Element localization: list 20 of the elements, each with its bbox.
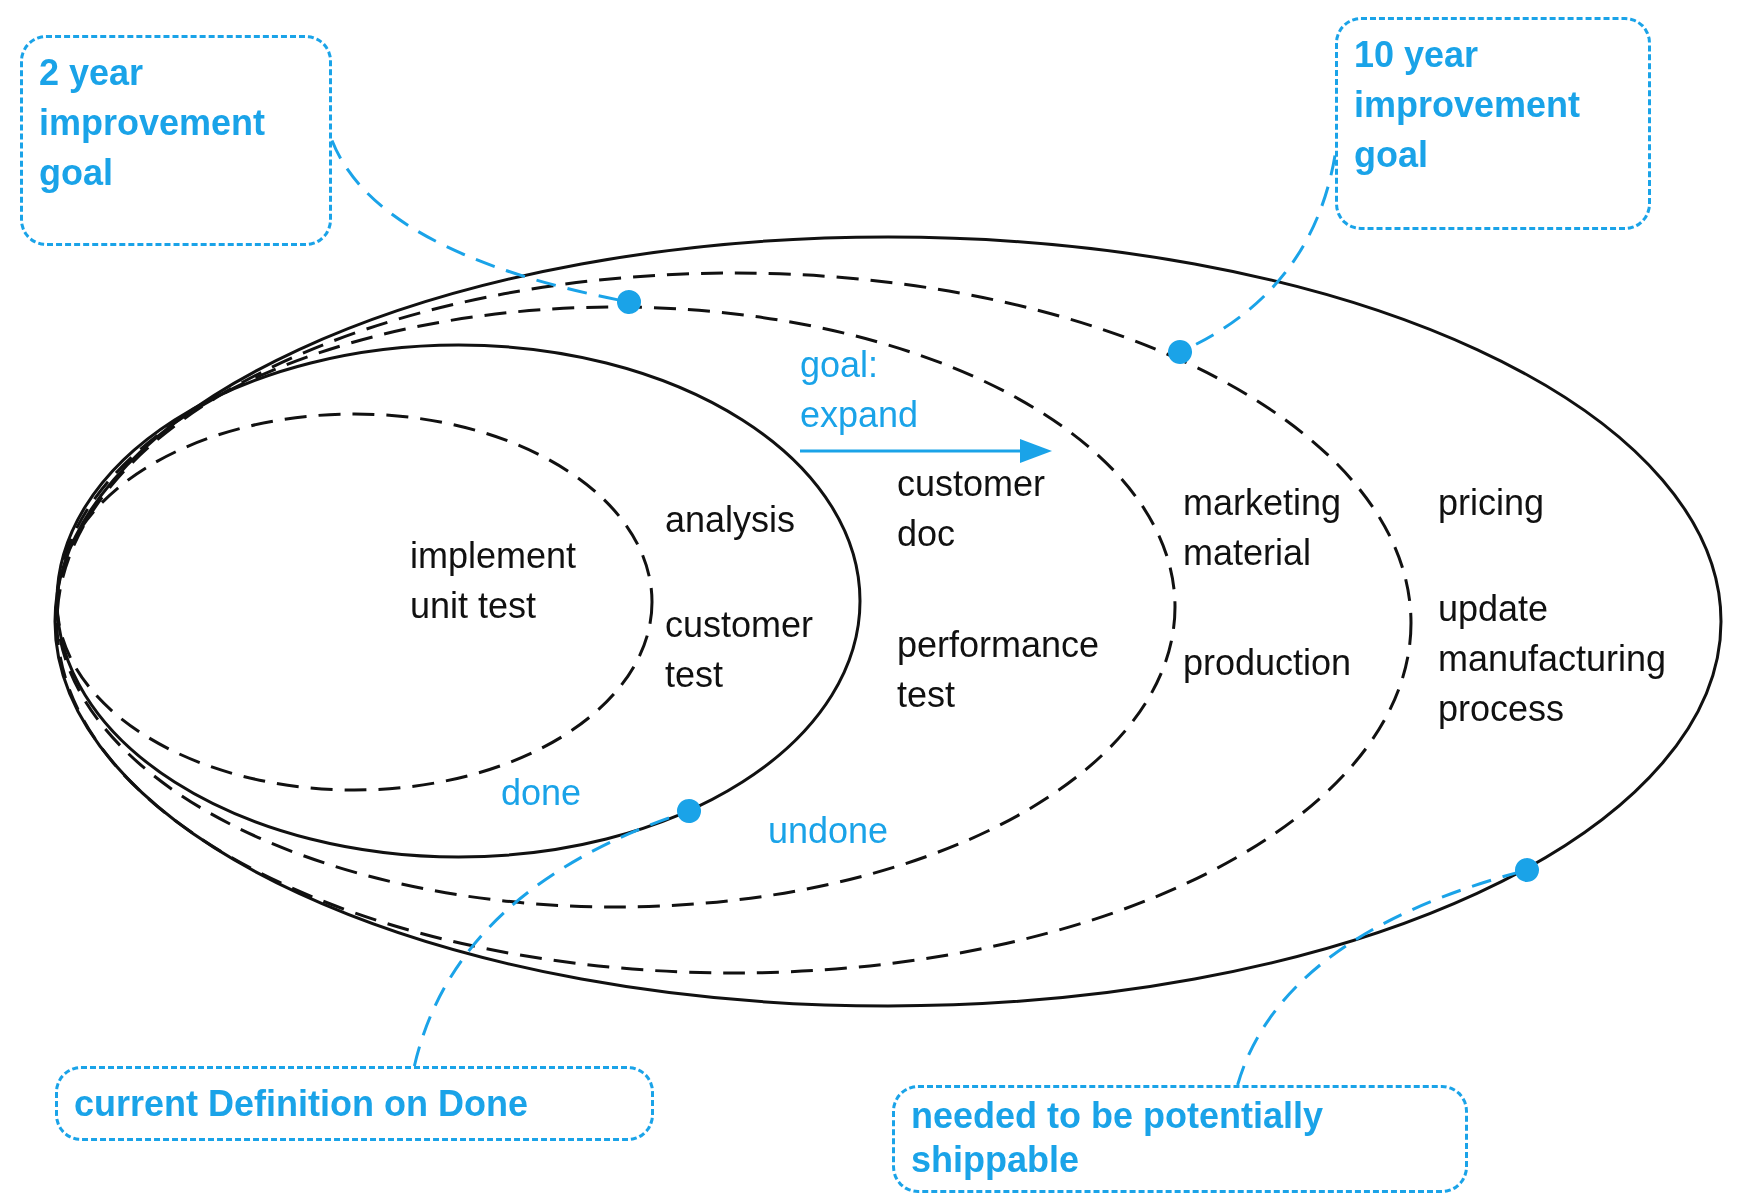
task-text: implement unit test [410, 534, 578, 628]
task-text: marketing material [1183, 481, 1343, 575]
leader-line [412, 799, 701, 1067]
task-text: customer doc [897, 462, 1047, 556]
leader-line [330, 139, 641, 314]
annotation-text: done [501, 771, 583, 815]
callout-box: 10 year improvement goal [1335, 17, 1651, 230]
callout-box: 2 year improvement goal [20, 35, 332, 246]
annotation-text: goal: expand [800, 343, 920, 437]
callout-box: current Definition on Done [55, 1066, 654, 1141]
leader-line [1236, 858, 1539, 1086]
callout-box: needed to be potentially shippable [892, 1085, 1468, 1193]
task-text: pricing [1438, 481, 1546, 525]
leader-line [1168, 155, 1337, 364]
task-text: performance test [897, 623, 1101, 717]
task-text: customer test [665, 603, 815, 697]
task-text: production [1183, 641, 1353, 685]
task-text: analysis [665, 498, 797, 542]
task-text: update manufacturing process [1438, 587, 1668, 731]
annotation-text: undone [768, 809, 890, 853]
